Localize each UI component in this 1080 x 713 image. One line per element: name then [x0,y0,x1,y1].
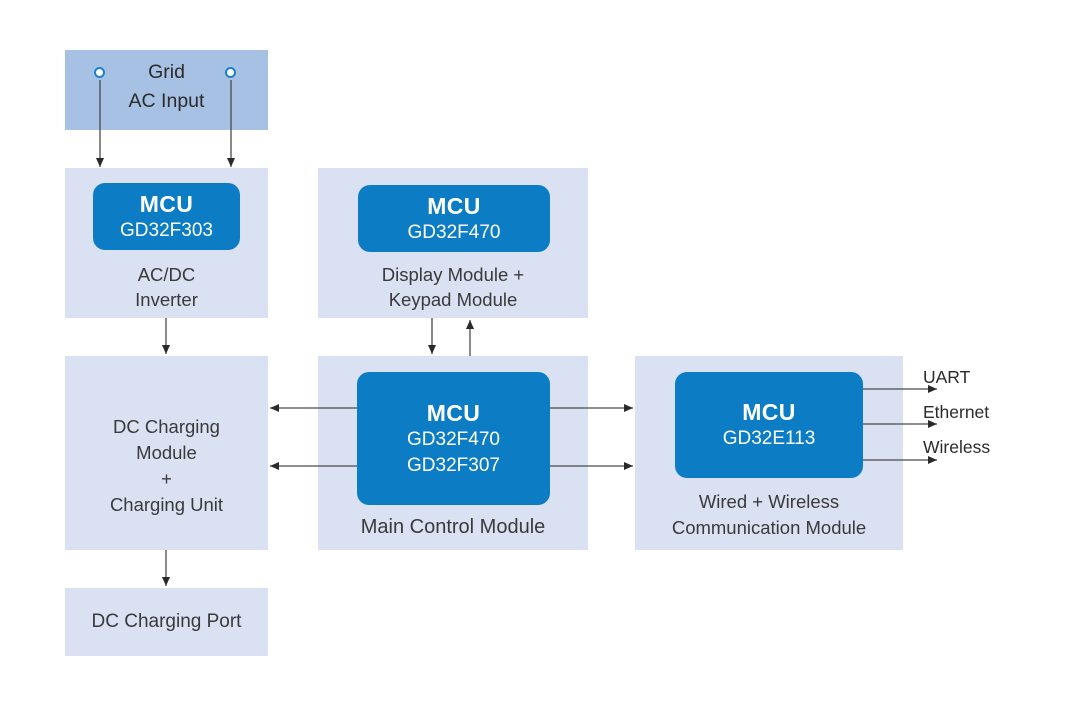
mcu-chip-gd32f470-display: MCU GD32F470 [358,185,550,252]
output-label-ethernet: Ethernet [923,402,990,422]
block-communication-module: MCU GD32E113 Wired + Wireless Communicat… [635,356,903,550]
mcu-chip-main-control: MCU GD32F470 GD32F307 [357,372,550,505]
display-label: Display Module + Keypad Module [318,262,588,312]
charger-line1: DC Charging [113,416,220,437]
charger-line2: Module [136,442,197,463]
grid-ac-input-text: Grid AC Input [65,58,268,116]
mcu-chip-gd32f303: MCU GD32F303 [93,183,240,250]
charger-line3: + [161,468,172,489]
mcu-title: MCU [426,399,481,426]
grid-line2: AC Input [128,90,205,112]
charger-line4: Charging Unit [109,494,224,515]
mcu-title: MCU [742,399,796,425]
mcu-title: MCU [139,190,194,217]
comm-label-line2: Communication Module [671,517,867,538]
mcu-chip-gd32e113: MCU GD32E113 [675,372,863,478]
block-main-control: MCU GD32F470 GD32F307 Main Control Modul… [318,356,588,550]
comm-label-line1: Wired + Wireless [698,491,840,512]
display-label-line2: Keypad Module [388,289,518,310]
grid-line1: Grid [148,61,185,83]
inverter-label-line1: AC/DC [137,264,196,285]
output-label-uart: UART [923,367,971,387]
dc-charging-module-text: DC Charging Module + Charging Unit [65,414,268,518]
mcu-part-number: GD32E113 [722,428,816,449]
main-control-label: Main Control Module [360,516,546,538]
mcu-part-number: GD32F470 [407,221,501,243]
block-grid-ac-input: Grid AC Input [65,50,268,130]
block-display-keypad: MCU GD32F470 Display Module + Keypad Mod… [318,168,588,318]
dc-charging-port-label: DC Charging Port [91,611,242,632]
inverter-label: AC/DC Inverter [65,262,268,312]
block-dc-charging-module: DC Charging Module + Charging Unit [65,356,268,550]
mcu-title: MCU [427,192,481,219]
output-label-wireless: Wireless [923,437,991,457]
communication-label: Wired + Wireless Communication Module [635,489,903,541]
inverter-label-line2: Inverter [135,289,198,310]
block-dc-charging-port: DC Charging Port [65,588,268,656]
block-acdc-inverter: MCU GD32F303 AC/DC Inverter [65,168,268,318]
ac-terminal-right-icon [225,67,236,78]
mcu-part-number-2: GD32F307 [407,454,500,476]
mcu-part-number-1: GD32F470 [407,428,500,450]
ac-terminal-left-icon [94,67,105,78]
mcu-part-number: GD32F303 [120,219,213,241]
display-label-line1: Display Module + [381,264,525,285]
